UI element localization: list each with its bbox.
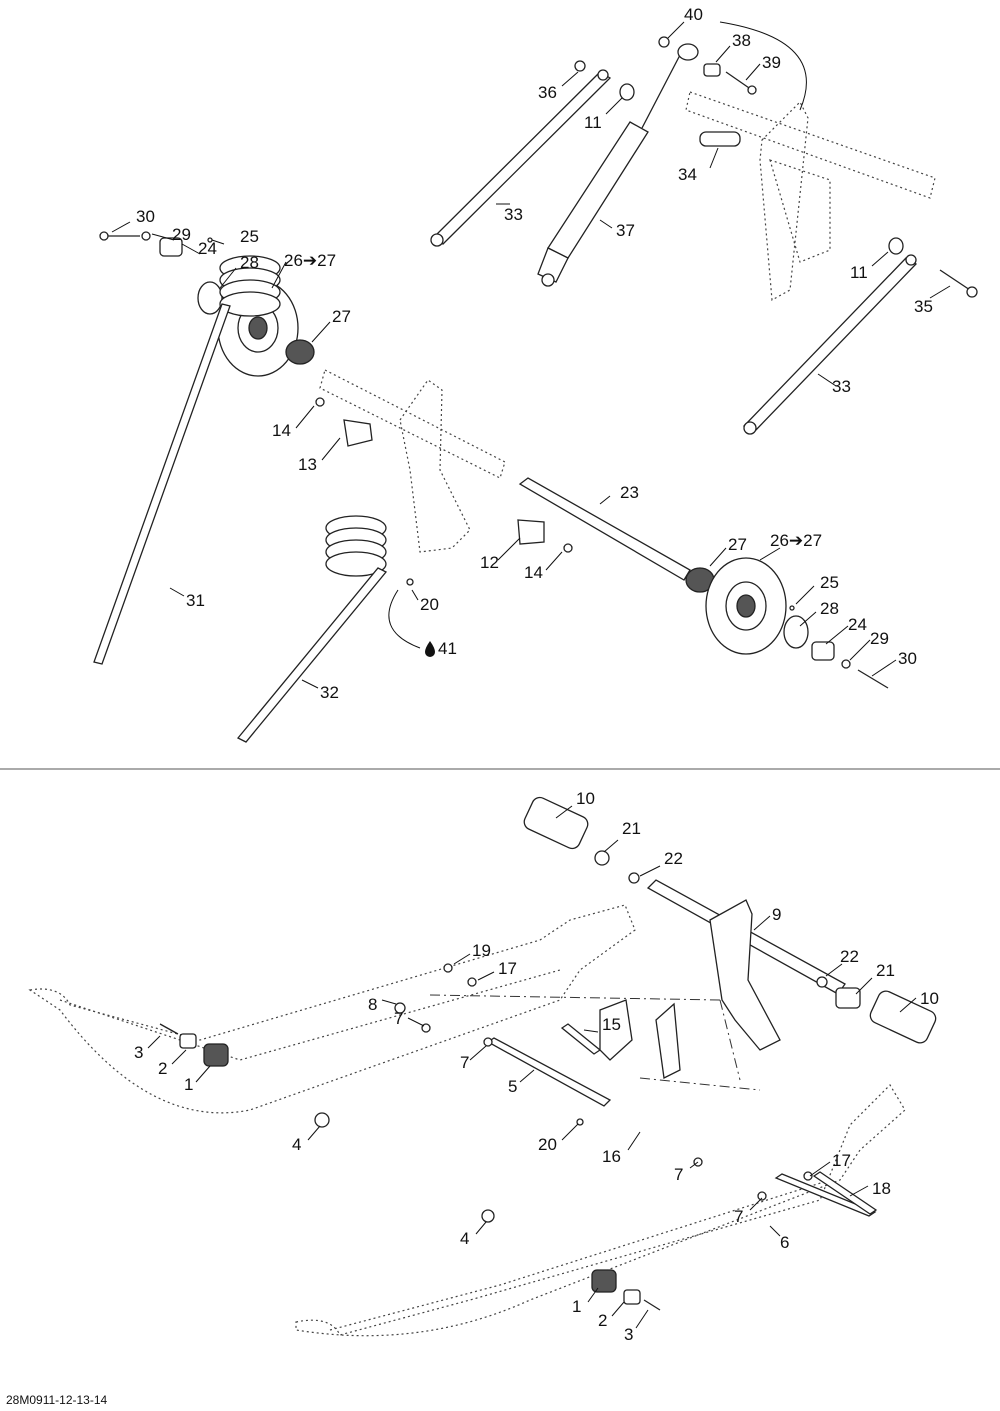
rear-upper-arm bbox=[685, 91, 936, 301]
upper-hardware bbox=[574, 36, 978, 298]
callout-8: 8 bbox=[368, 995, 377, 1014]
callout-24: 24 bbox=[198, 239, 217, 258]
link-rod-left bbox=[430, 69, 612, 247]
callout-7: 7 bbox=[394, 1009, 403, 1028]
callout-39: 39 bbox=[762, 53, 781, 72]
callout-40: 40 bbox=[684, 5, 703, 24]
callout-11: 11 bbox=[584, 113, 602, 132]
callout-10: 10 bbox=[576, 789, 595, 808]
callout-38: 38 bbox=[732, 31, 751, 50]
callout-25: 25 bbox=[820, 573, 839, 592]
callout-2: 2 bbox=[598, 1311, 607, 1330]
callout-41: 41 bbox=[438, 639, 457, 658]
callout-26-27: 26➔27 bbox=[284, 251, 336, 270]
front-arm bbox=[315, 369, 691, 586]
rail-left bbox=[28, 904, 636, 1114]
callout-17: 17 bbox=[832, 1151, 851, 1170]
callout-14: 14 bbox=[524, 563, 543, 582]
bottom-assembly: 10 21 22 9 22 21 10 19 17 8 7 15 3 2 1 7… bbox=[28, 789, 939, 1344]
bottom-hardware bbox=[159, 963, 813, 1311]
callout-24: 24 bbox=[848, 615, 867, 634]
callout-16: 16 bbox=[602, 1147, 621, 1166]
curved-arrow bbox=[719, 21, 807, 111]
rear-arm bbox=[523, 796, 937, 1051]
oil-drop-icon bbox=[425, 641, 435, 657]
callout-23: 23 bbox=[620, 483, 639, 502]
rail-right bbox=[295, 1084, 906, 1337]
callout-12: 12 bbox=[480, 553, 499, 572]
callout-30: 30 bbox=[136, 207, 155, 226]
callout-9: 9 bbox=[772, 905, 781, 924]
callout-20: 20 bbox=[420, 595, 439, 614]
callout-2: 2 bbox=[158, 1059, 167, 1078]
spring-right bbox=[236, 515, 388, 743]
callout-27: 27 bbox=[728, 535, 747, 554]
callout-28: 28 bbox=[820, 599, 839, 618]
callout-21: 21 bbox=[876, 961, 895, 980]
callout-3: 3 bbox=[134, 1043, 143, 1062]
callout-22: 22 bbox=[840, 947, 859, 966]
callout-26-27: 26➔27 bbox=[770, 531, 822, 550]
callout-6: 6 bbox=[780, 1233, 789, 1252]
callout-21: 21 bbox=[622, 819, 641, 838]
callout-7: 7 bbox=[734, 1207, 743, 1226]
callout-1: 1 bbox=[184, 1075, 193, 1094]
callout-22: 22 bbox=[664, 849, 683, 868]
callout-3: 3 bbox=[624, 1325, 633, 1344]
callout-25: 25 bbox=[240, 227, 259, 246]
callout-10: 10 bbox=[920, 989, 939, 1008]
spring-left bbox=[93, 255, 281, 665]
callout-33: 33 bbox=[832, 377, 851, 396]
callout-5: 5 bbox=[508, 1077, 517, 1096]
callout-32: 32 bbox=[320, 683, 339, 702]
callout-35: 35 bbox=[914, 297, 933, 316]
cross-shafts bbox=[429, 994, 878, 1217]
callout-34: 34 bbox=[678, 165, 697, 184]
callout-33: 33 bbox=[504, 205, 523, 224]
top-leaders bbox=[111, 21, 951, 689]
callout-13: 13 bbox=[298, 455, 317, 474]
callout-36: 36 bbox=[538, 83, 557, 102]
bottom-callouts: 10 21 22 9 22 21 10 19 17 8 7 15 3 2 1 7… bbox=[134, 789, 939, 1344]
callout-30: 30 bbox=[898, 649, 917, 668]
shock-absorber bbox=[537, 43, 699, 287]
callout-28: 28 bbox=[240, 253, 259, 272]
callout-37: 37 bbox=[616, 221, 635, 240]
callout-4: 4 bbox=[292, 1135, 301, 1154]
bottom-leaders bbox=[147, 805, 917, 1329]
callout-29: 29 bbox=[172, 225, 191, 244]
callout-27: 27 bbox=[332, 307, 351, 326]
callout-17: 17 bbox=[498, 959, 517, 978]
callout-19: 19 bbox=[472, 941, 491, 960]
callout-18: 18 bbox=[872, 1179, 891, 1198]
callout-14: 14 bbox=[272, 421, 291, 440]
callout-29: 29 bbox=[870, 629, 889, 648]
callout-7: 7 bbox=[674, 1165, 683, 1184]
callout-1: 1 bbox=[572, 1297, 581, 1316]
top-assembly: 40 38 39 36 11 34 33 37 11 35 33 30 29 2… bbox=[93, 5, 978, 743]
link-rod-right bbox=[742, 254, 918, 435]
callout-7: 7 bbox=[460, 1053, 469, 1072]
callout-4: 4 bbox=[460, 1229, 469, 1248]
diagram-code: 28M0911-12-13-14 bbox=[6, 1393, 108, 1407]
callout-20: 20 bbox=[538, 1135, 557, 1154]
callout-11: 11 bbox=[850, 263, 868, 282]
callout-31: 31 bbox=[186, 591, 205, 610]
top-callouts: 40 38 39 36 11 34 33 37 11 35 33 30 29 2… bbox=[136, 5, 933, 702]
oil-arrow bbox=[388, 589, 421, 649]
callout-15: 15 bbox=[602, 1015, 621, 1034]
